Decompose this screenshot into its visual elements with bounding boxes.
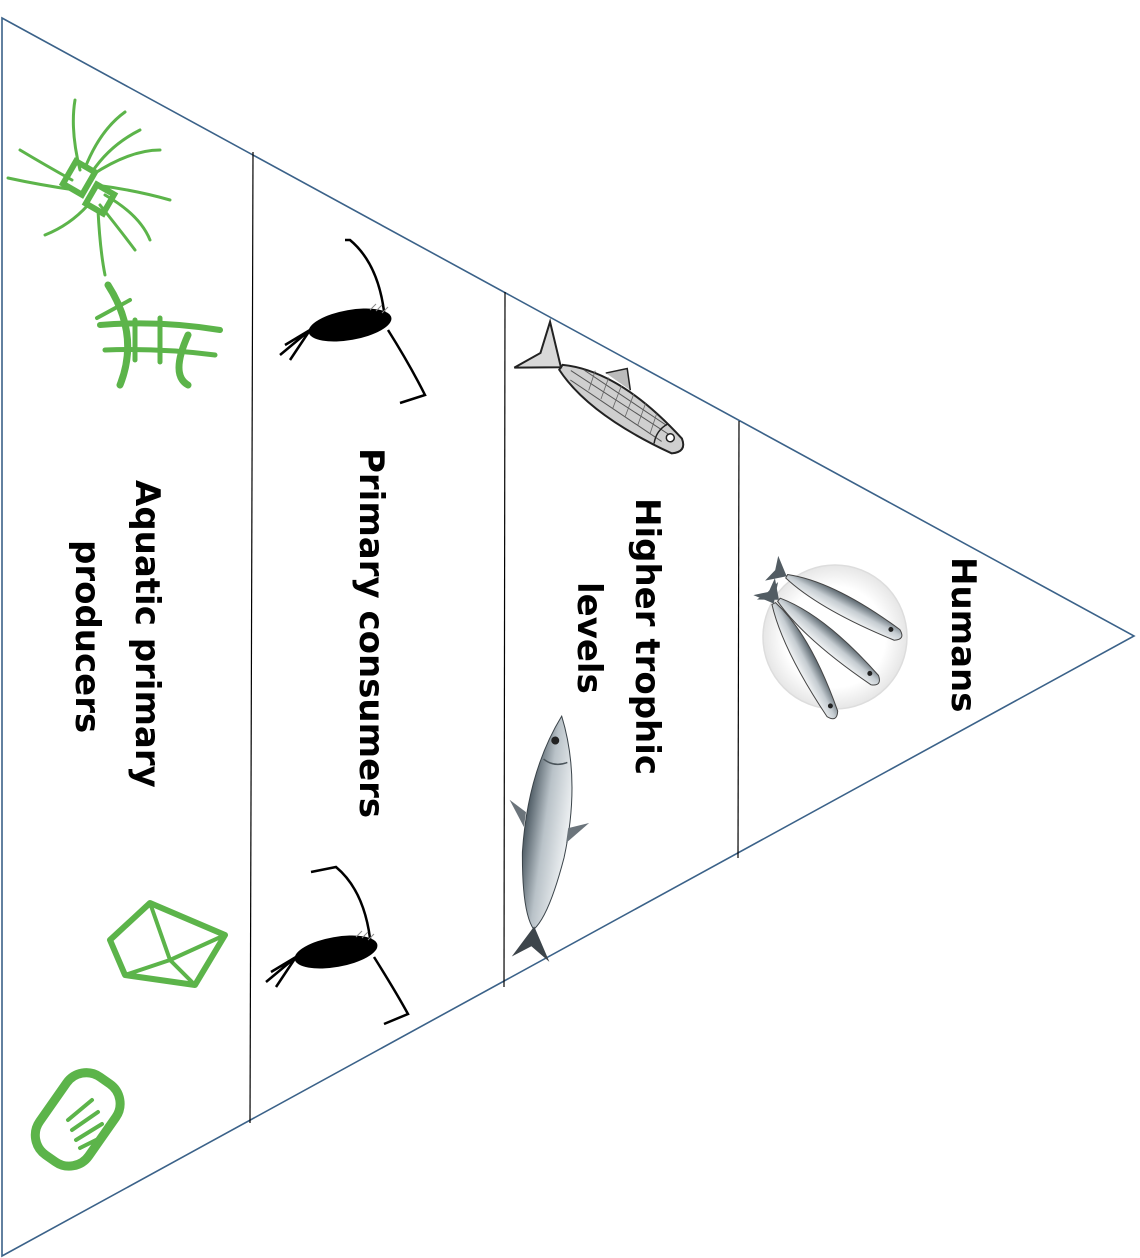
level-label-line1: Primary consumers xyxy=(351,448,391,818)
diatom-capsule-icon xyxy=(30,1068,125,1171)
phytoplankton-star-icon xyxy=(107,900,228,988)
phytoplankton-spiny-icon xyxy=(6,98,172,277)
diatom-icon xyxy=(95,281,223,389)
level-higher-trophic: Higher trophic levels xyxy=(509,318,685,962)
level-divider xyxy=(503,291,506,988)
level-label-line1: Humans xyxy=(943,557,983,712)
level-primary-consumers: Primary consumers xyxy=(265,238,427,1026)
level-label-line1: Higher trophic xyxy=(627,498,667,775)
level-label-line2: producers xyxy=(67,540,107,733)
fish-on-plate-icon xyxy=(753,555,908,720)
pyramid-outline xyxy=(1,16,1136,1258)
level-producers: Aquatic primary producers xyxy=(6,98,228,1171)
fish-photo-icon xyxy=(509,714,590,962)
level-humans: Humans xyxy=(753,555,983,720)
copepod-icon xyxy=(265,865,410,1026)
copepod-icon xyxy=(279,238,427,405)
level-divider xyxy=(737,420,740,859)
level-label-line1: Aquatic primary xyxy=(127,480,167,788)
herring-sketch-icon xyxy=(513,318,685,455)
level-divider xyxy=(249,151,254,1124)
level-label-line2: levels xyxy=(569,582,609,694)
